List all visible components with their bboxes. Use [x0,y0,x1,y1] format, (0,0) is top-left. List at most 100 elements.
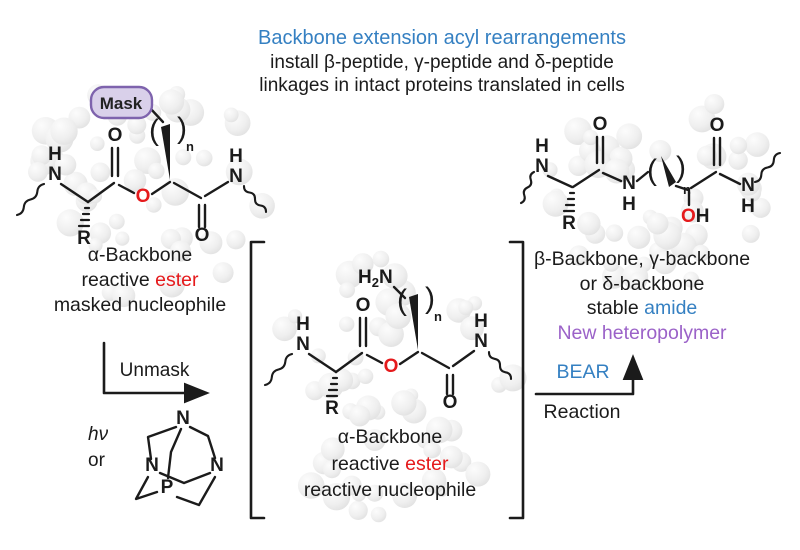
protein-blob-left [28,84,275,308]
atom-O-ester: O [384,356,399,377]
atom-O-carbonyl: O [593,114,608,135]
atom-H: H [48,144,62,165]
left-structure-caption: α-Backbone reactive ester masked nucleop… [20,243,260,318]
atom-H: H [474,311,488,332]
left-structure: H N R O O ( ) n Mask O [15,85,268,249]
hydroxyl-OH-label: OH [681,206,710,227]
atom-N: N [535,156,549,177]
bond [689,170,718,190]
paren-open: ( [149,114,159,147]
atom-H: H [741,196,755,217]
bond [172,181,203,200]
bond [718,172,742,186]
atom-H: H [535,136,549,157]
paren-open: ( [647,154,657,187]
unmask-arrow [102,341,210,404]
atom-H: H [296,314,310,335]
subscript-n: n [434,309,442,324]
atom-N-amide: N [622,173,636,194]
bracket-left [249,240,266,520]
bear-label: BEAR [556,361,610,383]
bond [203,180,230,198]
caption-line: β-Backbone, γ-backbone [533,248,751,270]
atom-O-carbonyl: O [195,225,210,246]
right-structure: H N R O N H ( ) n OH [519,114,782,234]
atom-R: R [562,213,576,234]
pta-cage-structure: N N N P [134,408,224,507]
double-bond-C-O [712,136,722,167]
figure-title: Backbone extension acyl rearrangements i… [237,27,647,98]
bond [635,170,650,183]
atom-N: N [176,408,190,429]
atom-N: N [741,175,755,196]
bond [571,168,601,189]
caption-line: α-Backbone [87,244,193,266]
mask-badge [89,85,154,120]
atom-N: N [474,331,488,352]
paren-close: ) [177,112,187,145]
bond [601,171,623,183]
chain-squiggle [487,350,513,381]
caption-line: α-Backbone [337,426,443,448]
title-line1: Backbone extension acyl rearrangements [258,27,626,49]
bear-arrow [534,354,644,396]
caption-line: or δ-backbone [579,272,705,295]
atom-R: R [77,228,91,249]
chain-squiggle [519,170,536,205]
title-line2: install β-peptide, γ-peptide and δ-pepti… [270,51,614,73]
reaction-label: Reaction [543,401,621,423]
double-bond-C-O [110,146,120,178]
caption-line: reactive ester [331,452,449,475]
paren-open: ( [397,284,407,317]
middle-structure-caption: α-Backbone reactive ester reactive nucle… [270,424,510,504]
atom-N: N [48,164,62,185]
atom-N: N [145,455,159,476]
title-line3: linkages in intact proteins translated i… [259,75,625,96]
atom-H: H [622,194,636,215]
bond [674,184,690,192]
chain-squiggle [242,184,268,214]
atom-O-carbonyl: O [356,295,371,316]
atom-O-carbonyl: O [710,115,725,136]
bond [334,351,364,374]
caption-line: reactive ester [81,269,199,291]
dashed-wedge-R [77,206,91,228]
right-structure-caption: β-Backbone, γ-backbone or δ-backbone sta… [522,247,762,345]
caption-line: reactive nucleophile [303,479,477,501]
bond [546,174,574,189]
bold-wedge-chain [409,294,418,350]
bond [117,183,136,195]
protein-blob-right [542,94,771,291]
caption-line: New heteropolymer [557,321,727,344]
atom-N: N [296,334,310,355]
atom-O-carbonyl: O [443,392,458,413]
hv-or-label: hν or [88,422,132,474]
middle-structure: H N R O O ( ) n H2N [263,267,513,419]
double-bond-C-O [445,373,455,396]
bond [365,353,384,365]
paren-close: ) [425,282,435,315]
bold-wedge-chain [161,124,170,180]
bold-wedge-chain [661,156,676,187]
or-label: or [88,450,105,471]
bond [307,352,338,374]
unmask-label: Unmask [119,360,190,381]
amine-H2N-label: H2N [358,267,393,290]
double-bond-C-O [358,316,368,348]
atom-H: H [229,146,243,167]
caption-line: stable amide [586,297,698,320]
dashed-wedge-R [325,376,339,398]
double-bond-C-O [595,135,605,165]
bond [150,180,172,196]
atom-O-ester: O [136,186,151,207]
chain-squiggle [15,182,46,217]
bond [59,182,90,204]
atom-R: R [325,398,339,419]
bond [451,349,476,368]
atom-O-carbonyl: O [108,125,123,146]
bond [86,181,116,204]
paren-close: ) [676,151,686,184]
atom-N: N [210,455,224,476]
